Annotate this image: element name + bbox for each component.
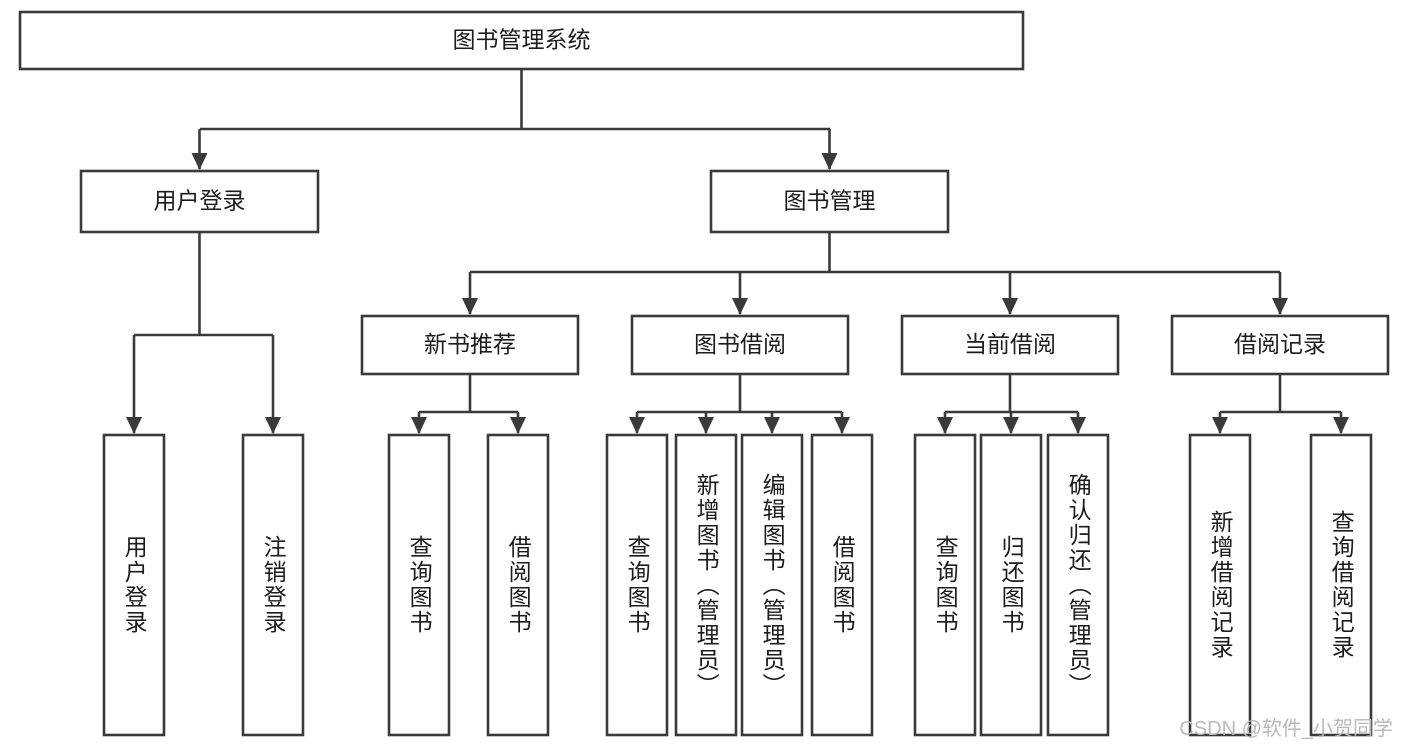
arrow-current-borrowing-to-leaf-query-book-current xyxy=(937,417,953,434)
node-box-leaf-add-borrow-record[interactable] xyxy=(1188,433,1252,737)
arrow-mgmt-to-current-borrowing xyxy=(1002,298,1018,315)
arrow-user-login-to-leaf-logout-login xyxy=(265,417,281,434)
node-label-leaf-logout-login: 注销登录 xyxy=(260,535,287,635)
arrow-root-to-book-management xyxy=(821,153,838,170)
node-box-leaf-user-login[interactable] xyxy=(102,433,166,737)
node-box-leaf-borrow-book-rec[interactable] xyxy=(486,433,550,737)
arrow-book-borrowing-to-leaf-add-book-admin xyxy=(698,417,714,434)
box-layer xyxy=(18,10,1390,737)
node-label-leaf-return-book: 归还图书 xyxy=(998,535,1025,635)
node-label-leaf-query-borrow-record: 查询借阅记录 xyxy=(1328,510,1355,660)
node-box-system-title[interactable] xyxy=(18,10,1025,71)
node-label-user-login: 用户登录 xyxy=(154,188,246,214)
node-label-book-borrowing: 图书借阅 xyxy=(694,331,786,357)
node-label-leaf-query-book-borrow: 查询图书 xyxy=(624,535,651,635)
node-label-leaf-borrow-book-rec: 借阅图书 xyxy=(505,535,532,635)
node-box-leaf-query-book-current[interactable] xyxy=(913,433,977,737)
node-box-book-borrowing[interactable] xyxy=(630,314,850,376)
node-label-leaf-confirm-return-admin: 确认归还（管理员） xyxy=(1065,472,1092,698)
node-box-borrow-records[interactable] xyxy=(1170,314,1390,376)
node-box-leaf-add-book-admin[interactable] xyxy=(674,433,738,737)
arrow-new-book-recommendation-to-leaf-query-book-rec xyxy=(411,417,427,434)
node-box-leaf-return-book[interactable] xyxy=(979,433,1043,737)
node-box-leaf-logout-login[interactable] xyxy=(241,433,305,737)
node-label-leaf-query-book-rec: 查询图书 xyxy=(406,535,433,635)
arrow-current-borrowing-to-leaf-return-book xyxy=(1003,417,1019,434)
arrow-mgmt-to-borrow-records xyxy=(1272,298,1288,315)
node-box-leaf-query-borrow-record[interactable] xyxy=(1309,433,1373,737)
arrow-book-borrowing-to-leaf-query-book-borrow xyxy=(629,417,645,434)
node-label-borrow-records: 借阅记录 xyxy=(1234,331,1326,357)
arrow-new-book-recommendation-to-leaf-borrow-book-rec xyxy=(510,417,526,434)
arrow-mgmt-to-new-book-recommendation xyxy=(462,298,478,315)
node-label-new-book-recommendation: 新书推荐 xyxy=(424,331,516,357)
node-box-user-login[interactable] xyxy=(79,169,320,234)
node-box-leaf-query-book-borrow[interactable] xyxy=(605,433,669,737)
arrow-borrow-records-to-leaf-add-borrow-record xyxy=(1212,417,1228,434)
arrow-mgmt-to-book-borrowing xyxy=(732,298,748,315)
arrow-user-login-to-leaf-user-login xyxy=(126,417,142,434)
node-label-leaf-borrow-book: 借阅图书 xyxy=(829,535,856,635)
node-label-leaf-user-login: 用户登录 xyxy=(121,535,148,635)
node-label-book-management: 图书管理 xyxy=(784,188,876,214)
node-label-leaf-add-borrow-record: 新增借阅记录 xyxy=(1207,510,1234,660)
node-box-book-management[interactable] xyxy=(709,169,950,234)
node-label-leaf-add-book-admin: 新增图书（管理员） xyxy=(693,472,720,698)
arrow-root-to-user-login xyxy=(191,153,208,170)
arrow-book-borrowing-to-leaf-borrow-book xyxy=(834,417,850,434)
arrow-book-borrowing-to-leaf-edit-book-admin xyxy=(764,417,780,434)
node-label-current-borrowing: 当前借阅 xyxy=(964,331,1056,357)
node-box-new-book-recommendation[interactable] xyxy=(360,314,580,376)
node-box-current-borrowing[interactable] xyxy=(900,314,1120,376)
watermark-text: CSDN @软件_小贺同学 xyxy=(1179,718,1393,740)
node-label-leaf-query-book-current: 查询图书 xyxy=(932,535,959,635)
node-label-leaf-edit-book-admin: 编辑图书（管理员） xyxy=(759,472,786,698)
node-box-leaf-borrow-book[interactable] xyxy=(810,433,874,737)
arrow-borrow-records-to-leaf-query-borrow-record xyxy=(1333,417,1349,434)
node-box-leaf-confirm-return-admin[interactable] xyxy=(1046,433,1110,737)
node-box-leaf-edit-book-admin[interactable] xyxy=(740,433,804,737)
node-box-leaf-query-book-rec[interactable] xyxy=(387,433,451,737)
connector-layer xyxy=(126,69,1349,434)
node-label-system-title: 图书管理系统 xyxy=(453,27,591,53)
arrow-current-borrowing-to-leaf-confirm-return-admin xyxy=(1070,417,1086,434)
